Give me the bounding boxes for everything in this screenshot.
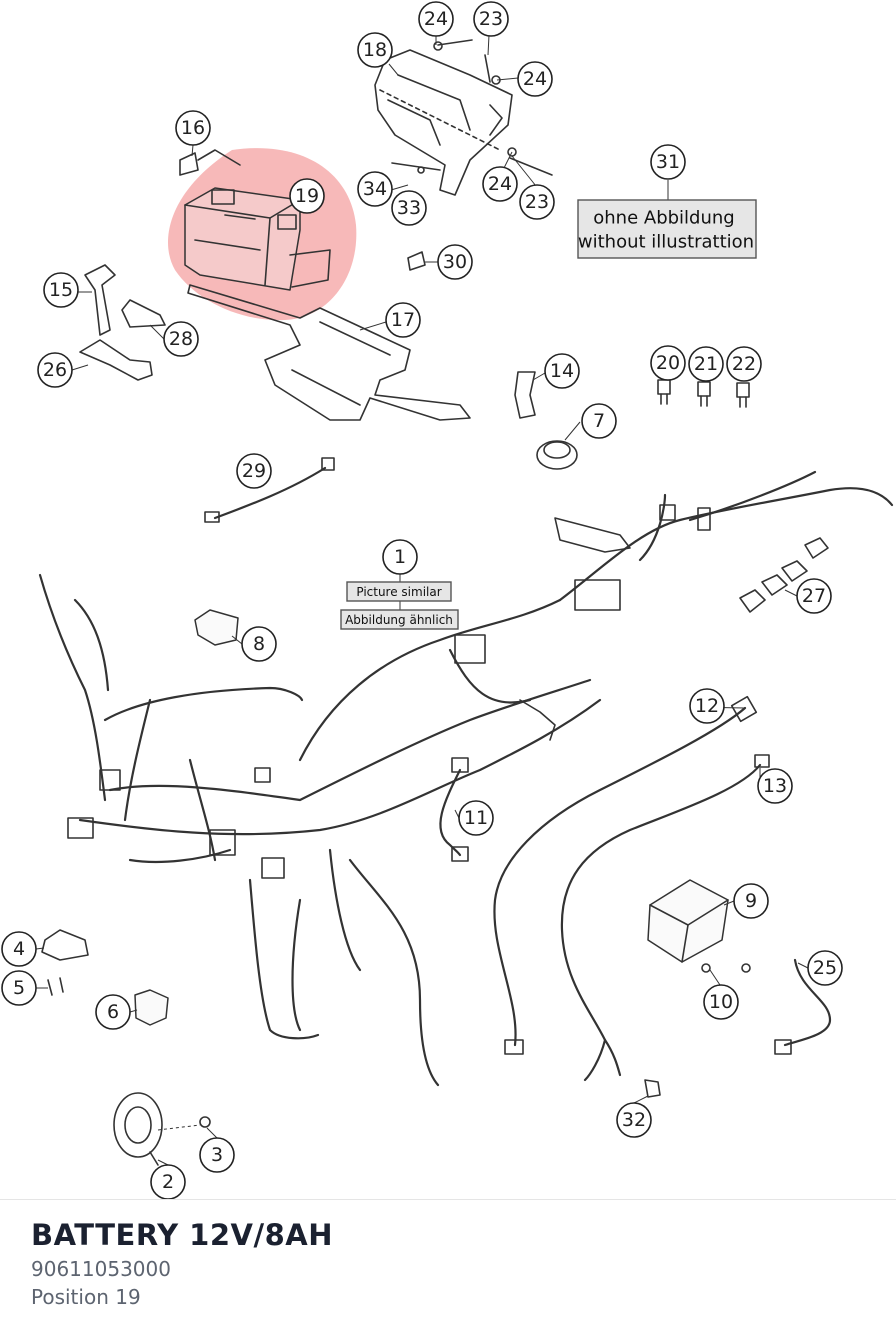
callout-24-lower[interactable]: 24 bbox=[488, 173, 512, 195]
callout-16[interactable]: 16 bbox=[181, 117, 205, 139]
callout-31[interactable]: 31 bbox=[656, 151, 680, 173]
callout-17[interactable]: 17 bbox=[391, 309, 415, 331]
note-1-box: Picture similar Abbildung ähnlich bbox=[340, 581, 459, 630]
horn-2-part bbox=[113, 1092, 211, 1166]
callout-1[interactable]: 1 bbox=[394, 546, 406, 568]
callout-2[interactable]: 2 bbox=[162, 1171, 174, 1193]
callout-25[interactable]: 25 bbox=[813, 957, 837, 979]
part-5 bbox=[47, 977, 64, 996]
note-1-line1: Picture similar bbox=[356, 585, 441, 599]
clip-30-part bbox=[407, 251, 426, 271]
callout-27[interactable]: 27 bbox=[802, 585, 826, 607]
callout-33[interactable]: 33 bbox=[397, 197, 421, 219]
callout-24-right[interactable]: 24 bbox=[523, 68, 547, 90]
fuses-20-21-22 bbox=[657, 379, 750, 408]
callout-20[interactable]: 20 bbox=[656, 352, 680, 374]
callout-4[interactable]: 4 bbox=[13, 938, 25, 960]
battery-part[interactable] bbox=[184, 187, 331, 291]
callout-8[interactable]: 8 bbox=[253, 633, 265, 655]
part-4 bbox=[41, 929, 89, 961]
callout-30[interactable]: 30 bbox=[443, 251, 467, 273]
callout-11[interactable]: 11 bbox=[464, 807, 488, 829]
callout-6[interactable]: 6 bbox=[107, 1001, 119, 1023]
callout-21[interactable]: 21 bbox=[694, 353, 718, 375]
note-31-line2: without illustrattion bbox=[578, 232, 754, 253]
bracket-18-part bbox=[374, 39, 553, 196]
exploded-parts-diagram: ohne Abbildung without illustrattion Pic… bbox=[1, 1, 894, 1200]
part-name: BATTERY 12V/8AH bbox=[31, 1218, 333, 1252]
cable-12-part bbox=[493, 695, 758, 1055]
callout-labels: 24 23 18 24 16 19 34 33 24 23 31 30 15 2… bbox=[1, 1, 843, 1200]
cable-25-part bbox=[774, 958, 832, 1055]
regulator-9-part bbox=[647, 879, 751, 973]
callout-15[interactable]: 15 bbox=[49, 279, 73, 301]
callout-7[interactable]: 7 bbox=[593, 410, 605, 432]
part-26 bbox=[79, 339, 153, 381]
note-1-line2: Abbildung ähnlich bbox=[345, 613, 453, 627]
note-31-line1: ohne Abbildung bbox=[593, 208, 734, 229]
callout-3[interactable]: 3 bbox=[211, 1144, 223, 1166]
callout-19[interactable]: 19 bbox=[295, 185, 319, 207]
part-32 bbox=[644, 1079, 661, 1098]
callout-13[interactable]: 13 bbox=[763, 775, 787, 797]
part-6 bbox=[134, 989, 169, 1026]
callout-23-lower[interactable]: 23 bbox=[525, 191, 549, 213]
cable-29-part bbox=[204, 457, 335, 523]
part-8 bbox=[194, 609, 239, 646]
part-7 bbox=[536, 440, 578, 470]
battery-tray-part bbox=[187, 284, 471, 421]
callout-34[interactable]: 34 bbox=[363, 178, 387, 200]
callout-22[interactable]: 22 bbox=[732, 353, 756, 375]
connectors-27-part bbox=[739, 537, 829, 613]
part-14 bbox=[514, 371, 536, 419]
callout-24-top[interactable]: 24 bbox=[424, 8, 448, 30]
part-position: Position 19 bbox=[31, 1285, 141, 1309]
callout-5[interactable]: 5 bbox=[13, 977, 25, 999]
part-28 bbox=[121, 299, 166, 328]
main-wiring-harness bbox=[38, 470, 894, 1087]
callout-32[interactable]: 32 bbox=[622, 1109, 646, 1131]
selected-part-info: BATTERY 12V/8AH 90611053000 Position 19 bbox=[0, 1199, 896, 1336]
part-number: 90611053000 bbox=[31, 1257, 171, 1281]
clip-16-part bbox=[179, 149, 241, 176]
callout-10[interactable]: 10 bbox=[709, 991, 733, 1013]
callout-18[interactable]: 18 bbox=[363, 39, 387, 61]
cable-11-part bbox=[439, 757, 469, 862]
bracket-15-part bbox=[84, 264, 116, 336]
callout-9[interactable]: 9 bbox=[745, 890, 757, 912]
callout-29[interactable]: 29 bbox=[242, 460, 266, 482]
callout-14[interactable]: 14 bbox=[550, 360, 574, 382]
callout-12[interactable]: 12 bbox=[695, 695, 719, 717]
note-31-box: ohne Abbildung without illustrattion bbox=[577, 199, 757, 259]
callout-28[interactable]: 28 bbox=[169, 328, 193, 350]
callout-26[interactable]: 26 bbox=[43, 359, 67, 381]
cable-13-part bbox=[560, 754, 770, 1082]
callout-23-top[interactable]: 23 bbox=[479, 8, 503, 30]
